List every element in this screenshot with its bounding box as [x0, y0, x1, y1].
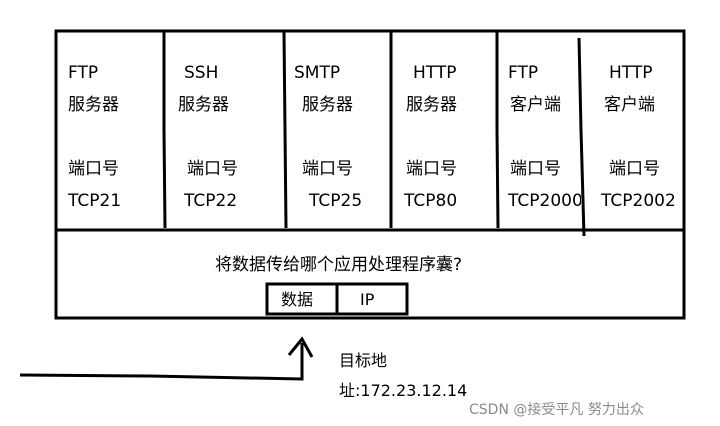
port-number: TCP80 [404, 191, 458, 211]
port-label: 端口号 [187, 159, 238, 179]
port-number: TCP2002 [601, 191, 676, 211]
watermark: CSDN @接受平凡 努力出众 [469, 402, 644, 418]
destination-label: 目标地 [339, 351, 388, 370]
service-name: SSH [184, 63, 219, 83]
port-label: 端口号 [510, 159, 561, 179]
port-number: TCP25 [309, 191, 363, 211]
service-role: 客户端 [604, 95, 655, 115]
packet-data-label: 数据 [281, 290, 314, 309]
packet-ip-label: IP [360, 290, 375, 309]
service-name: HTTP [413, 63, 457, 83]
port-number: TCP21 [68, 191, 122, 211]
service-name: FTP [508, 63, 539, 83]
service-name: FTP [68, 63, 99, 83]
port-number: TCP2000 [508, 191, 581, 211]
column-divider [577, 37, 586, 237]
column-divider [282, 31, 288, 229]
port-number: TCP22 [184, 191, 238, 211]
service-role: 服务器 [406, 95, 457, 115]
service-role: 服务器 [302, 95, 353, 115]
service-role: 服务器 [68, 95, 119, 115]
column-divider [495, 32, 500, 229]
service-name: SMTP [294, 63, 341, 83]
port-label: 端口号 [302, 159, 353, 179]
destination-address: 址:172.23.12.14 [339, 381, 468, 400]
incoming-arrow-head [287, 336, 314, 358]
dispatch-question: 将数据传给哪个应用处理程序囊? [215, 255, 463, 275]
service-role: 服务器 [178, 95, 229, 115]
port-label: 端口号 [406, 159, 457, 179]
service-role: 客户端 [510, 95, 561, 115]
port-label: 端口号 [609, 159, 660, 179]
port-label: 端口号 [68, 159, 119, 179]
incoming-arrow-line [19, 343, 304, 381]
column-divider [162, 32, 167, 229]
host-outer-box [54, 29, 686, 320]
service-name: HTTP [609, 63, 653, 83]
